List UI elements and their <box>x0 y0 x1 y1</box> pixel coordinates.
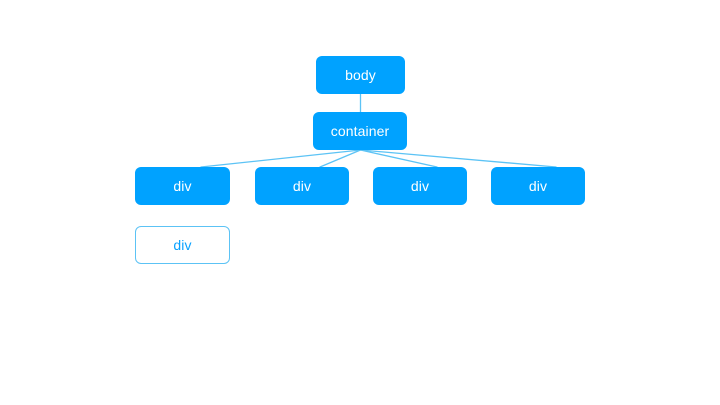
edge-container-to-div3 <box>359 149 438 168</box>
node-div-4[interactable]: div <box>491 167 585 205</box>
node-div-3[interactable]: div <box>373 167 467 205</box>
node-div-5-label: div <box>173 237 192 253</box>
edge-container-to-div1 <box>200 149 362 168</box>
node-div-2[interactable]: div <box>255 167 349 205</box>
edge-container-to-div2 <box>319 149 362 168</box>
node-div-3-label: div <box>410 178 430 194</box>
node-div-5-outlined[interactable]: div <box>135 226 230 264</box>
node-body-label: body <box>345 67 376 83</box>
node-container[interactable]: container <box>313 112 407 150</box>
node-div-1-label: div <box>173 178 192 194</box>
node-container-label: container <box>330 123 390 139</box>
node-div-4-label: div <box>528 178 548 194</box>
node-div-1[interactable]: div <box>135 167 230 205</box>
edge-container-to-div4 <box>359 149 557 168</box>
node-div-2-label: div <box>292 178 312 194</box>
node-body[interactable]: body <box>316 56 405 94</box>
